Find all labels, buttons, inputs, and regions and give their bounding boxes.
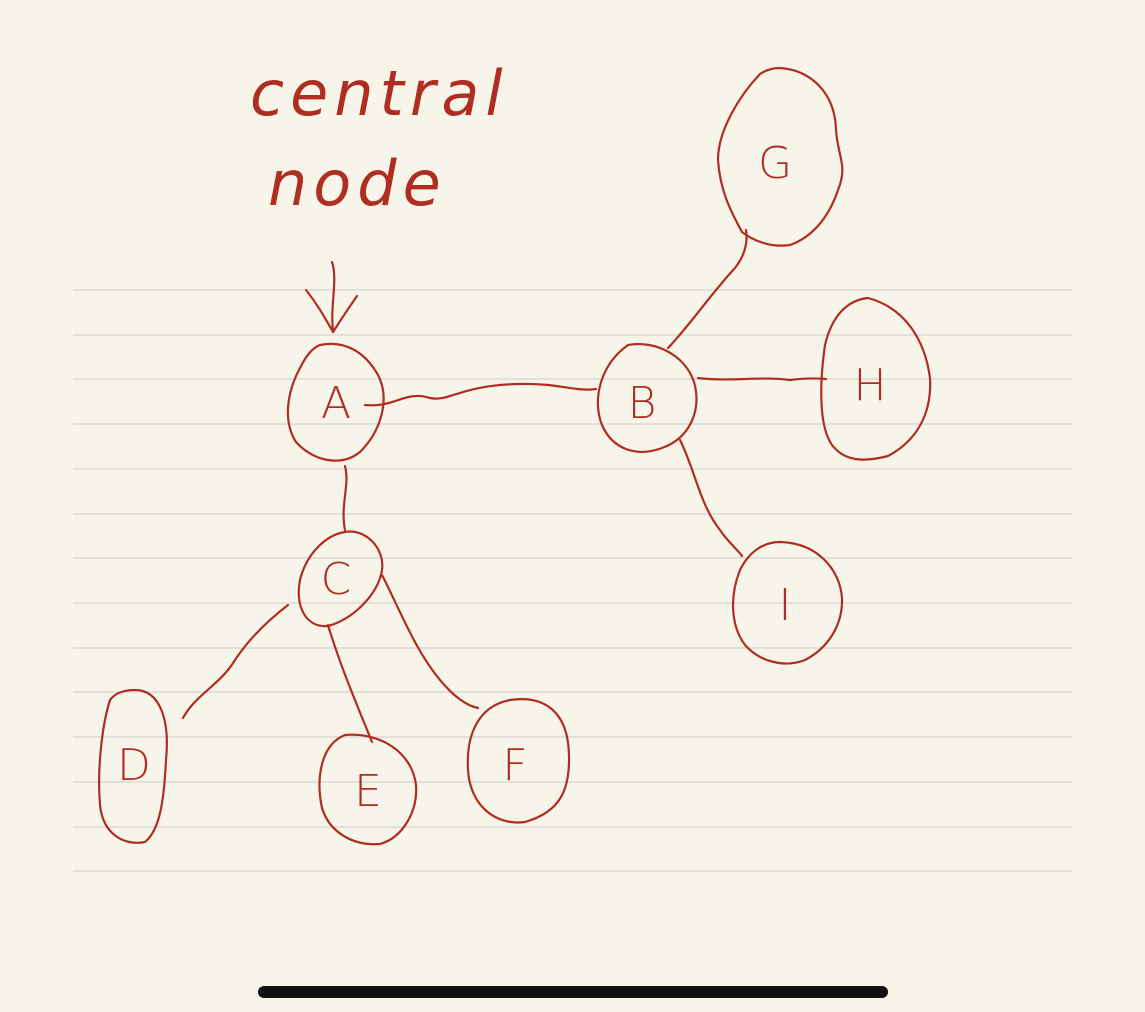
annotation-line-2: node [268, 147, 447, 220]
edge-b-i [678, 438, 744, 558]
node-g[interactable]: G [716, 66, 844, 247]
edge-c-e [326, 623, 374, 744]
node-a[interactable]: A [286, 342, 385, 462]
node-c[interactable]: C [297, 530, 384, 628]
node-b-label: B [628, 378, 657, 429]
node-e-circle [318, 733, 418, 846]
node-b-circle [596, 342, 698, 453]
node-c-label: C [321, 554, 352, 605]
edge-b-h [696, 376, 828, 382]
node-a-label: A [321, 378, 351, 429]
node-a-circle [286, 342, 385, 462]
node-c-circle [297, 530, 384, 628]
pointer-arrow-head [304, 288, 359, 334]
pointer-arrow-shaft [330, 260, 336, 332]
annotation-line-1: central [250, 57, 509, 130]
node-i-label: I [779, 580, 792, 631]
node-e-label: E [354, 766, 382, 817]
node-i[interactable]: I [732, 540, 844, 665]
edge-a-b [363, 382, 598, 407]
ruled-lines [73, 289, 1072, 872]
edge-b-g [666, 228, 748, 350]
node-b[interactable]: B [596, 342, 698, 453]
node-h-circle [820, 296, 932, 461]
edge-c-d [181, 603, 290, 720]
node-g-circle [716, 66, 844, 247]
edge-a-c [342, 464, 348, 532]
annotation: central node [250, 57, 509, 334]
node-d-label: D [117, 740, 151, 791]
edges [181, 228, 828, 744]
node-g-label: G [758, 138, 792, 189]
node-f-label: F [502, 740, 527, 791]
node-i-circle [732, 540, 844, 665]
node-e[interactable]: E [318, 733, 418, 846]
home-indicator-bar[interactable] [258, 986, 888, 998]
node-h[interactable]: H [820, 296, 932, 461]
node-f-circle [466, 698, 571, 824]
node-d-circle [98, 688, 168, 844]
node-h-label: H [853, 360, 886, 411]
node-d[interactable]: D [98, 688, 168, 844]
edge-c-f [380, 573, 480, 710]
node-f[interactable]: F [466, 698, 571, 824]
